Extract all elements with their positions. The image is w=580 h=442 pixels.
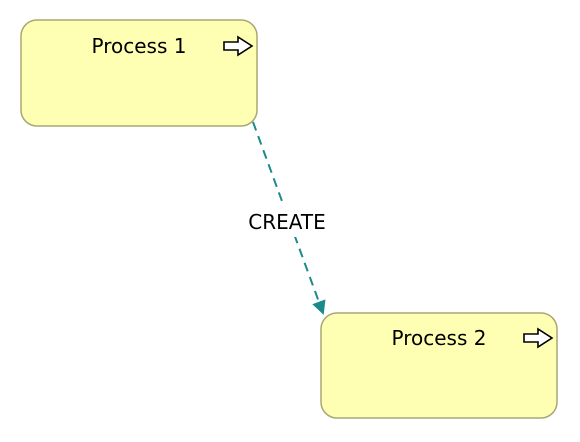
edge-label-bg (244, 205, 330, 237)
process-node-1[interactable]: Process 1 (20, 19, 258, 127)
process-arrow-icon (523, 327, 554, 349)
edge-line[interactable] (252, 121, 326, 315)
process-node-1-label: Process 1 (92, 34, 187, 58)
edge-label: CREATE (248, 210, 325, 234)
process-node-2-box[interactable] (320, 312, 558, 419)
process-node-2-label: Process 2 (392, 326, 487, 350)
edge-create[interactable]: CREATE (244, 121, 330, 315)
process-node-2[interactable]: Process 2 (320, 312, 558, 419)
process-node-1-box[interactable] (20, 19, 258, 127)
process-arrow-icon (223, 35, 254, 57)
